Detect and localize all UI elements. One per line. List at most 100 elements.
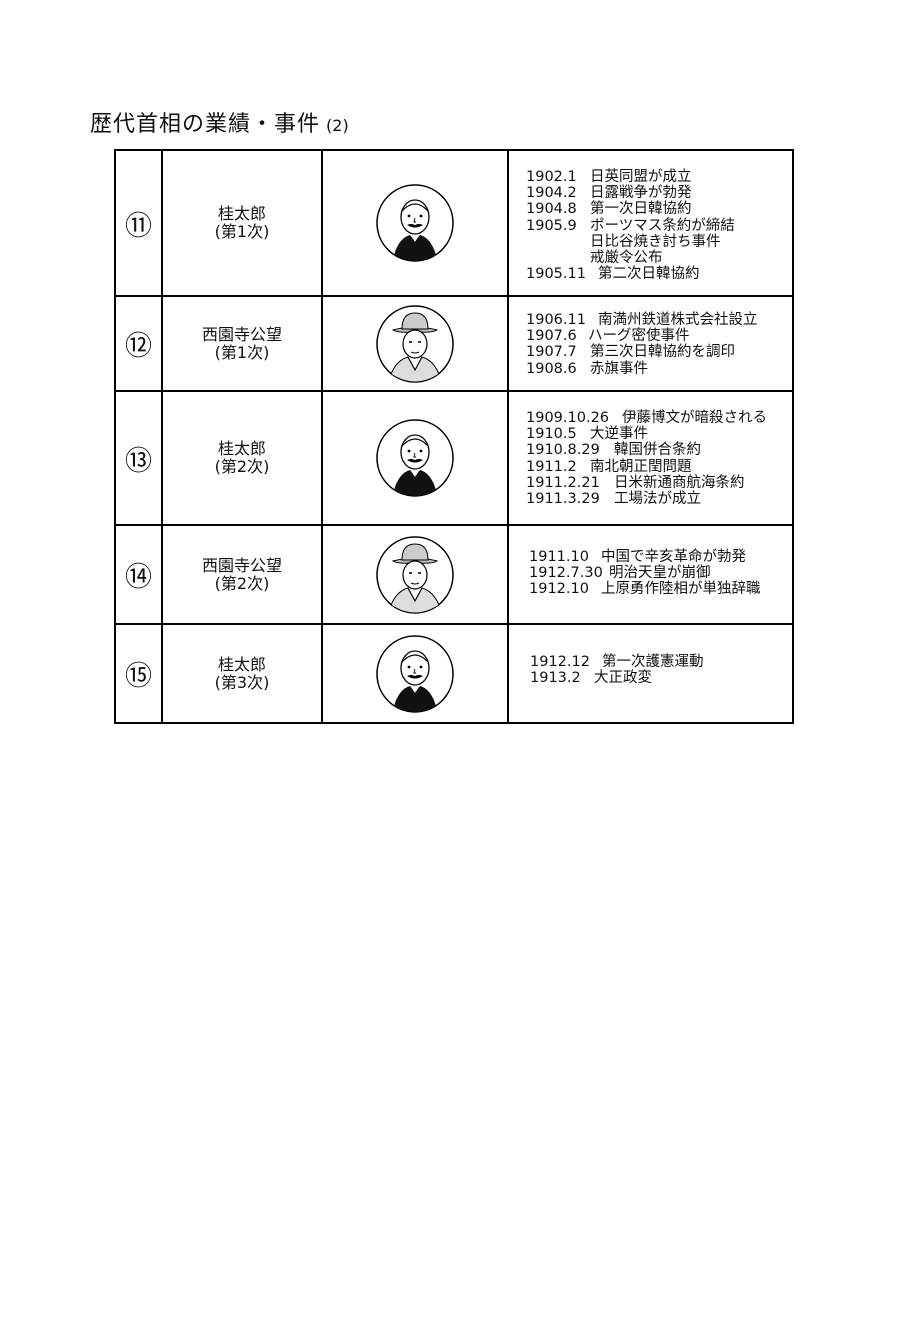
events-cell: 1911.10 中国で辛亥革命が勃発 1912.7.30 明治天皇が崩御 1912.… <box>509 526 792 623</box>
list-item: 1912.7.30 明治天皇が崩御 <box>529 565 761 581</box>
event-date: 1909.10.26 <box>526 410 610 426</box>
portrait-cell <box>323 392 509 524</box>
event-date: 1913.2 <box>530 670 581 687</box>
list-item: 1902.1 日英同盟が成立 <box>526 169 735 185</box>
katsura-portrait-icon <box>376 184 454 262</box>
events-list: 1909.10.26 伊藤博文が暗殺される 1910.5 大逆事件 1910.8.2… <box>526 410 767 507</box>
event-text: 第三次日韓協約を調印 <box>590 344 735 361</box>
event-date: 1912.7.30 <box>529 565 603 582</box>
pm-name-cell: 西園寺公望 (第1次) <box>163 297 323 390</box>
list-item: 1904.8 第一次日韓協約 <box>526 201 735 217</box>
event-text: 第一次護憲運動 <box>602 654 704 670</box>
pm-term: (第2次) <box>214 457 270 476</box>
event-date: 1912.10 <box>529 581 589 598</box>
list-item: 1907.7 第三次日韓協約を調印 <box>526 344 758 360</box>
page-title-sub: (2) <box>326 116 349 135</box>
list-item: 戒厳令公布 <box>526 250 735 266</box>
event-date: 1907.7 <box>526 344 577 361</box>
saionji-portrait-icon <box>376 304 454 383</box>
list-item: 1905.9 ポーツマス条約が締結 <box>526 218 735 234</box>
list-item: 1909.10.26 伊藤博文が暗殺される <box>526 410 767 426</box>
saionji-portrait-icon <box>376 535 454 614</box>
portrait-cell <box>323 151 509 295</box>
event-text: 第一次日韓協約 <box>590 201 692 218</box>
pm-name-cell: 桂太郎 (第3次) <box>163 625 323 722</box>
table-row: ⑭ 西園寺公望 (第2次) 1911.10 中国で辛亥革命が勃発 1912.7.3… <box>116 526 792 625</box>
event-text: ポーツマス条約が締結 <box>590 217 735 234</box>
page-title-main: 歴代首相の業績・事件 <box>90 112 321 137</box>
event-text: 中国で辛亥革命が勃発 <box>601 549 746 565</box>
list-item: 1911.10 中国で辛亥革命が勃発 <box>529 549 761 565</box>
event-text: 大逆事件 <box>590 426 648 443</box>
event-text: 韓国併合条約 <box>614 442 701 459</box>
event-text: 赤旗事件 <box>590 360 648 377</box>
row-number: ⑭ <box>116 526 163 623</box>
portrait-cell <box>323 526 509 623</box>
event-date: 1911.2.21 <box>526 474 600 491</box>
pm-name: 桂太郎 <box>217 204 266 223</box>
row-number: ⑮ <box>116 625 163 722</box>
events-list: 1911.10 中国で辛亥革命が勃発 1912.7.30 明治天皇が崩御 1912.… <box>529 549 761 598</box>
event-date: 1904.8 <box>526 201 577 218</box>
event-date: 1911.2 <box>526 458 577 475</box>
pm-name: 桂太郎 <box>217 654 266 674</box>
event-date: 1902.1 <box>526 169 577 185</box>
event-date: 1905.11 <box>526 266 586 283</box>
pm-term: (第1次) <box>214 342 270 362</box>
row-number: ⑫ <box>116 297 163 390</box>
event-text: 明治天皇が崩御 <box>609 565 711 582</box>
event-text: 日比谷焼き討ち事件 <box>590 233 721 250</box>
event-text: 上原勇作陸相が単独辞職 <box>601 581 761 598</box>
pm-term: (第3次) <box>214 672 270 692</box>
event-date: 1911.3.29 <box>526 491 600 508</box>
pm-name-cell: 西園寺公望 (第2次) <box>163 526 323 623</box>
event-text: 日英同盟が成立 <box>590 169 692 185</box>
page-title: 歴代首相の業績・事件 (2) <box>90 106 349 138</box>
list-item: 1911.2.21 日米新通商航海条約 <box>526 475 767 491</box>
katsura-portrait-icon <box>376 634 454 713</box>
list-item: 1913.2 大正政変 <box>530 670 704 686</box>
list-item: 1908.6 赤旗事件 <box>526 361 758 377</box>
event-text: 戒厳令公布 <box>590 250 663 267</box>
pm-name-cell: 桂太郎 (第1次) <box>163 151 323 295</box>
portrait-cell <box>323 625 509 722</box>
list-item: 日比谷焼き討ち事件 <box>526 234 735 250</box>
pm-name: 西園寺公望 <box>201 324 282 344</box>
pm-term: (第1次) <box>214 222 270 241</box>
event-date: 1905.9 <box>526 217 577 234</box>
event-date: 1910.8.29 <box>526 442 600 459</box>
list-item: 1910.5 大逆事件 <box>526 426 767 442</box>
event-date: 1908.6 <box>526 360 577 377</box>
event-text: 日米新通商航海条約 <box>614 474 745 491</box>
event-text: 伊藤博文が暗殺される <box>622 410 767 426</box>
table-row: ⑬ 桂太郎 (第2次) 1909.10.26 伊藤博文が暗殺される 1910.5 大… <box>116 392 792 526</box>
pm-name-cell: 桂太郎 (第2次) <box>163 392 323 524</box>
event-date: 1911.10 <box>529 549 589 565</box>
event-date: 1904.2 <box>526 185 577 202</box>
event-date: 1906.11 <box>526 312 586 328</box>
row-number: ⑪ <box>116 151 163 295</box>
pm-term: (第2次) <box>214 573 270 593</box>
event-text: 南北朝正閏問題 <box>590 458 692 475</box>
event-date: 1910.5 <box>526 426 577 443</box>
row-number: ⑬ <box>116 392 163 524</box>
event-text: 大正政変 <box>594 670 652 687</box>
event-date: 1907.6 <box>526 328 577 345</box>
list-item: 1912.10 上原勇作陸相が単独辞職 <box>529 581 761 597</box>
katsura-portrait-icon <box>376 419 454 497</box>
list-item: 1911.2 南北朝正閏問題 <box>526 459 767 475</box>
